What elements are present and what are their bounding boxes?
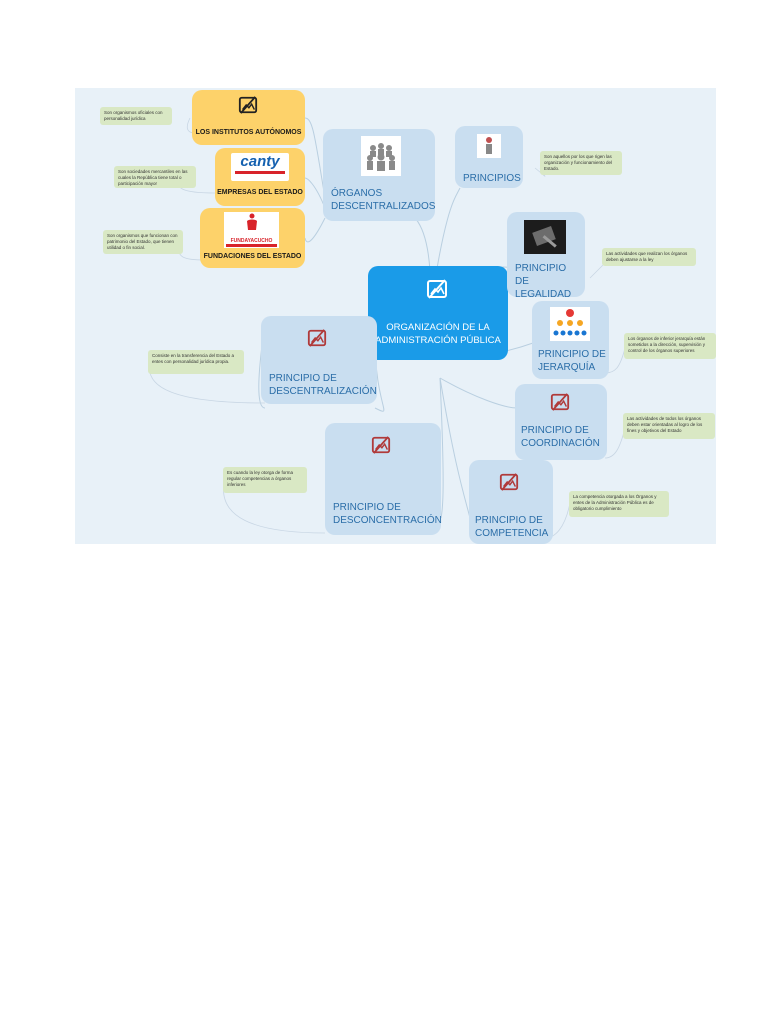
hierarchy-icon (550, 307, 590, 341)
desconcentracion-note: Es cuando la ley otorga de forma regular… (223, 467, 307, 493)
canty-logo: canty (231, 153, 289, 181)
legalidad-node[interactable]: PRINCIPIO DE LEGALIDAD (507, 212, 585, 300)
mind-map-canvas: ORGANIZACIÓN DE LA ADMINISTRACIÓN PÚBLIC… (75, 88, 716, 544)
image-placeholder-icon (550, 393, 570, 411)
coordinacion-label: PRINCIPIO DE COORDINACIÓN (521, 425, 600, 449)
fundayacucho-figure-icon (247, 213, 257, 230)
coordinacion-node[interactable]: PRINCIPIO DE COORDINACIÓN (515, 384, 607, 460)
image-placeholder-icon (371, 436, 391, 454)
principios-label: PRINCIPIOS (463, 173, 521, 184)
principios-note: Son aquellos por los que rigen las organ… (540, 151, 622, 175)
image-placeholder-icon (427, 279, 447, 299)
legalidad-label: PRINCIPIO DE LEGALIDAD (515, 263, 572, 300)
legalidad-note: Las actividades que realizan los órganos… (602, 248, 696, 266)
descentralizacion-label: PRINCIPIO DE DESCENTRALIZACIÓN (269, 373, 377, 397)
coordinacion-note: Las actividades de todos los órganos deb… (623, 413, 715, 439)
jerarquia-note: Los órganos de inferior jerarquía están … (624, 333, 716, 359)
principios-node[interactable]: PRINCIPIOS (455, 126, 523, 188)
desconcentracion-node[interactable]: PRINCIPIO DE DESCONCENTRACIÓN (325, 423, 442, 535)
fundaciones-note: Son organismos que funcionan con patrimo… (103, 230, 183, 254)
organos-node[interactable]: ÓRGANOS DESCENTRALIZADOS (323, 129, 435, 221)
central-node[interactable]: ORGANIZACIÓN DE LA ADMINISTRACIÓN PÚBLIC… (368, 266, 508, 360)
institutos-node[interactable]: LOS INSTITUTOS AUTÓNOMOS (192, 90, 305, 145)
gavel-icon (524, 220, 566, 254)
image-placeholder-icon (238, 96, 258, 114)
empresas-label: EMPRESAS DEL ESTADO (217, 189, 303, 196)
competencia-label: PRINCIPIO DE COMPETENCIA (475, 515, 549, 539)
desconcentracion-label: PRINCIPIO DE DESCONCENTRACIÓN (333, 502, 442, 526)
jerarquia-label: PRINCIPIO DE JERARQUÍA (538, 349, 606, 373)
empresas-note: Son sociedades mercantiles en las cuales… (114, 166, 196, 188)
descentralizacion-node[interactable]: PRINCIPIO DE DESCENTRALIZACIÓN (261, 316, 377, 404)
people-group-icon (361, 136, 401, 176)
central-node-label: ORGANIZACIÓN DE LA ADMINISTRACIÓN PÚBLIC… (375, 322, 501, 346)
person-icon (477, 134, 501, 158)
fundayacucho-logo: FUNDAYACUCHO (224, 212, 279, 248)
descentralizacion-note: Consiste en la transferencia del Estado … (148, 350, 244, 374)
competencia-note: La competencia otorgada a los Órganos y … (569, 491, 669, 517)
jerarquia-node[interactable]: PRINCIPIO DE JERARQUÍA (532, 301, 609, 379)
empresas-node[interactable]: canty EMPRESAS DEL ESTADO (215, 148, 305, 206)
competencia-node[interactable]: PRINCIPIO DE COMPETENCIA (469, 460, 553, 544)
image-placeholder-icon (307, 329, 327, 347)
organos-label: ÓRGANOS DESCENTRALIZADOS (331, 188, 436, 212)
institutos-note: Son organismos oficiales con personalida… (100, 107, 172, 125)
fundaciones-label: FUNDACIONES DEL ESTADO (203, 253, 302, 260)
fundaciones-node[interactable]: FUNDAYACUCHO FUNDACIONES DEL ESTADO (200, 208, 305, 268)
image-placeholder-icon (499, 473, 519, 491)
institutos-label: LOS INSTITUTOS AUTÓNOMOS (195, 129, 302, 136)
